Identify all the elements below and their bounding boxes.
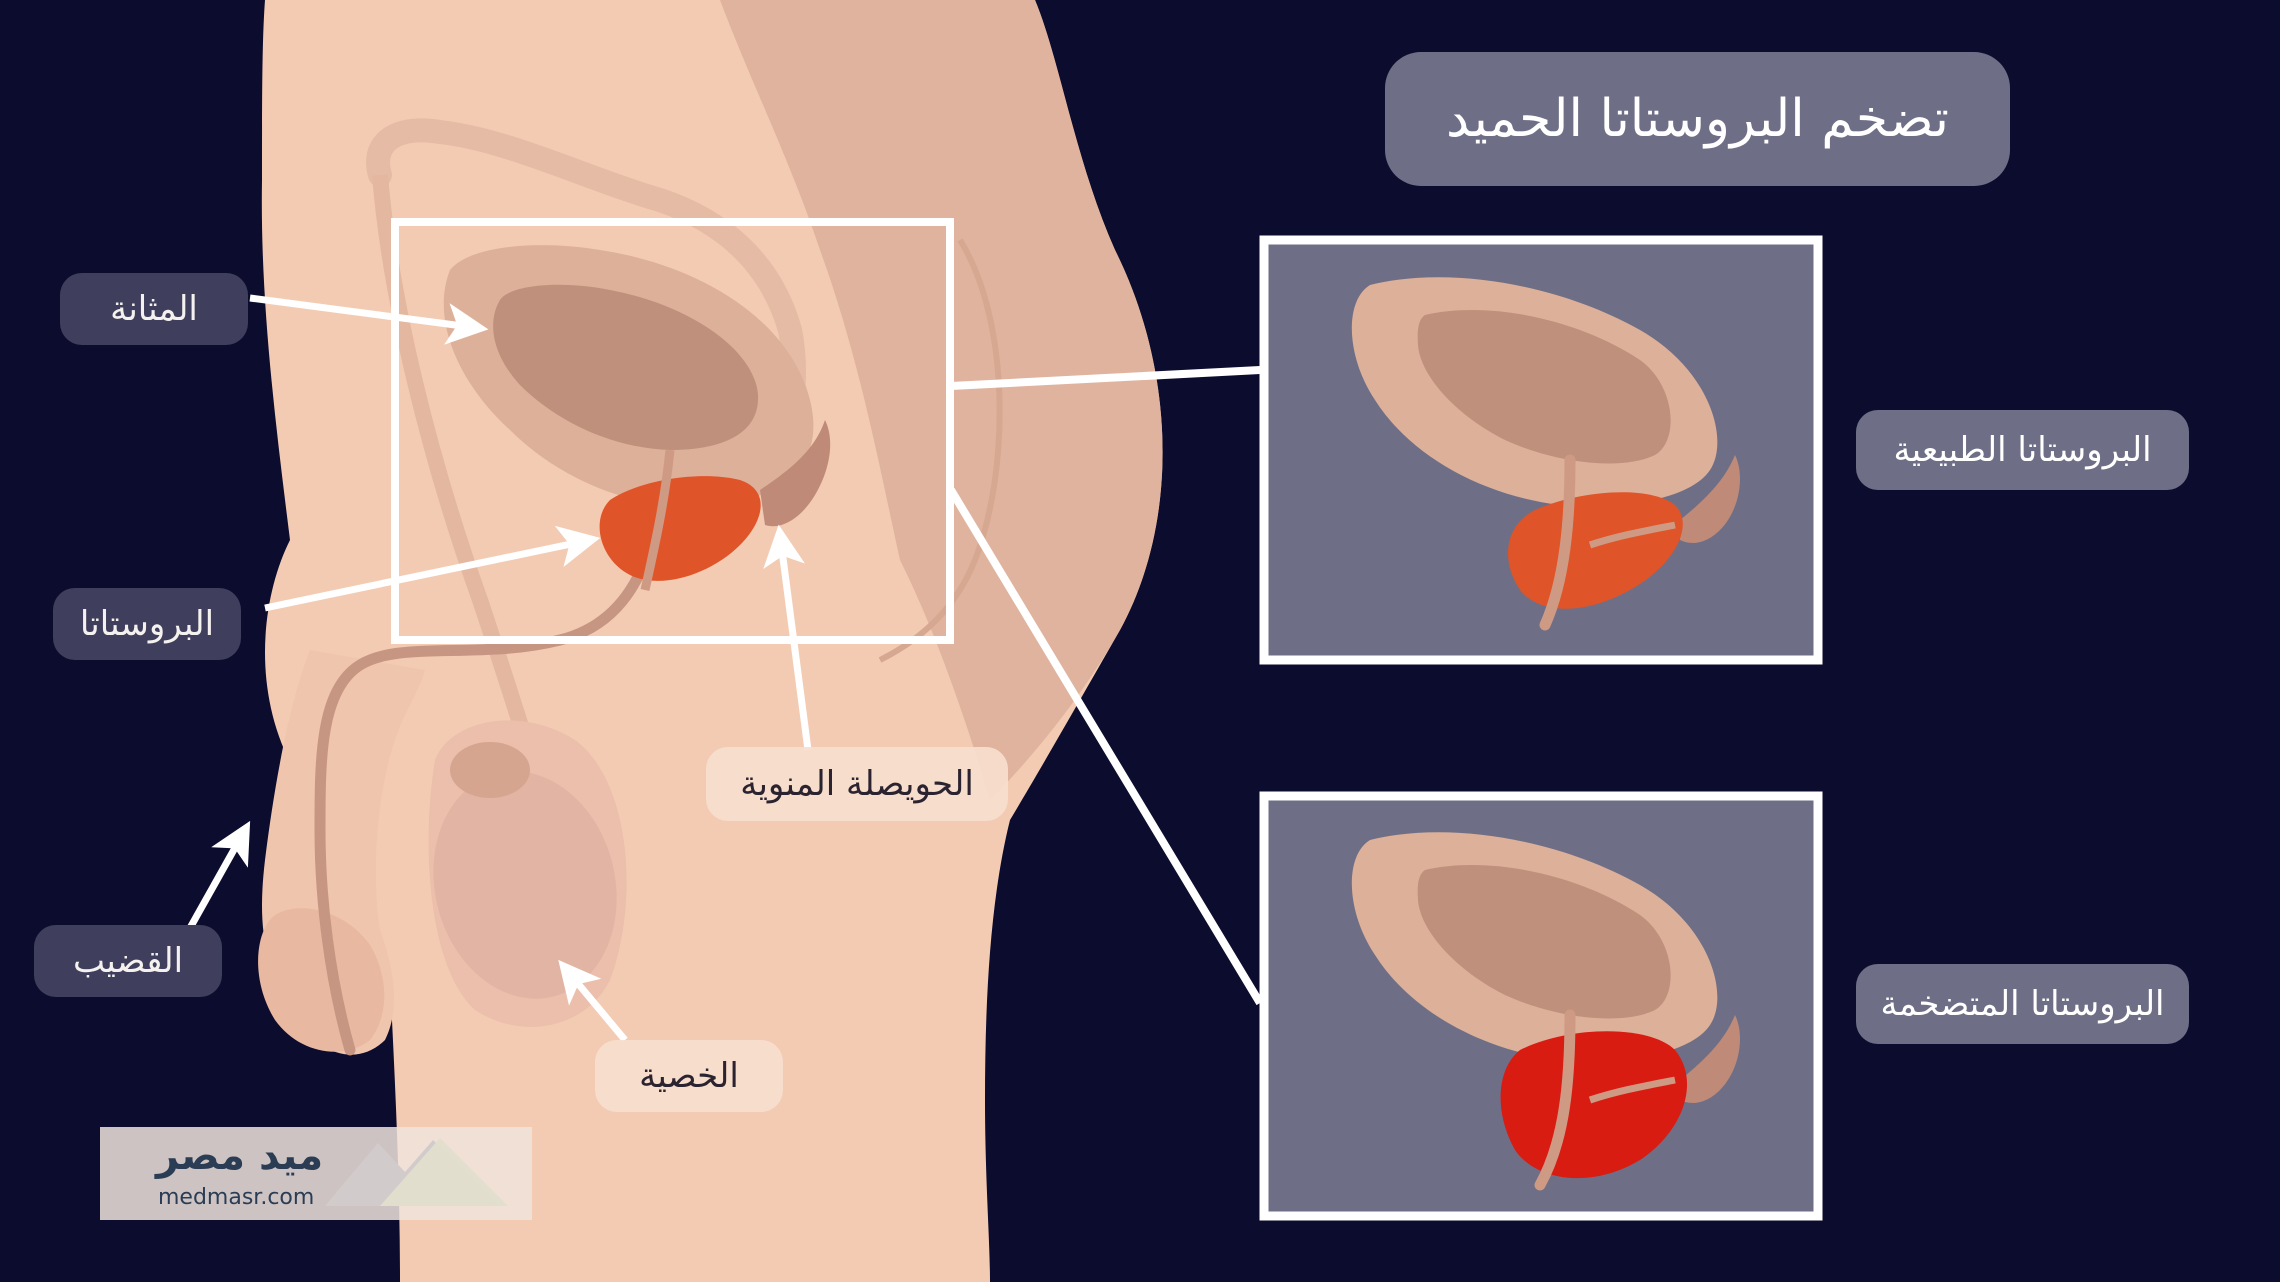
label-normal-prostate: البروستاتا الطبيعية: [1856, 410, 2189, 490]
testis: [433, 771, 617, 999]
urethra-through-prostate: [640, 449, 675, 591]
bladder-cavity: [493, 284, 759, 450]
back-shading: [720, 0, 1163, 800]
label-enlarged-prostate: البروستاتا المتضخمة: [1856, 964, 2189, 1044]
seminal-vesicle-shape: [760, 420, 831, 527]
logo: ميد مصر medmasr.com: [100, 1127, 532, 1220]
label-testis: الخصية: [595, 1040, 783, 1112]
diagram-title: تضخم البروستاتا الحميد: [1385, 52, 2010, 186]
urethra-line: [314, 444, 671, 1056]
buttock-crease: [878, 238, 1003, 663]
enlarged-prostate-organs: [1351, 832, 1740, 1191]
label-prostate: البروستاتا: [53, 588, 241, 660]
arrow-bladder: [249, 294, 489, 345]
connector-enlarged: [947, 487, 1264, 1006]
logo-arabic-text: ميد مصر: [156, 1133, 324, 1179]
zoom-frame: [391, 218, 954, 644]
label-penis: القضيب: [34, 925, 222, 997]
glans: [258, 908, 385, 1052]
arrow-prostate: [264, 525, 601, 612]
arrow-testis: [558, 959, 628, 1043]
label-seminal-vesicle: الحويصلة المنوية: [706, 747, 1008, 821]
normal-prostate-organs: [1351, 277, 1740, 631]
epididymis: [450, 742, 530, 798]
label-bladder: المثانة: [60, 273, 248, 345]
logo-latin-text: medmasr.com: [158, 1185, 315, 1210]
prostate-main: [599, 476, 761, 581]
arrow-penis: [186, 820, 251, 930]
connector-normal: [950, 366, 1261, 390]
arrow-seminal-vesicle: [763, 524, 812, 751]
